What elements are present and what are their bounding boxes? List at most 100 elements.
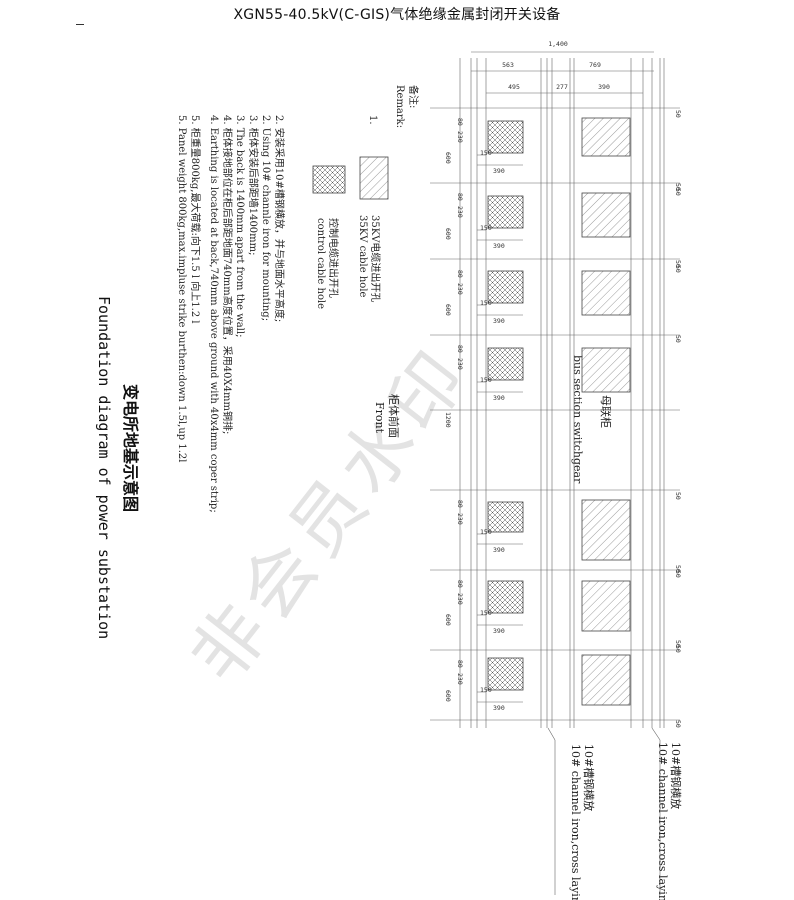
cable-hole xyxy=(581,580,631,632)
legend-cable-label: 35KV电缆进出开孔 35KV cable hole xyxy=(357,215,382,302)
svg-text:Foundation diagram of power su: Foundation diagram of power substation xyxy=(95,296,113,639)
svg-text:10#槽钢横放: 10#槽钢横放 xyxy=(669,742,683,809)
cable-hole xyxy=(581,270,631,316)
left-dim-d230: 230 xyxy=(456,358,464,370)
dim-150-row: 150 xyxy=(480,376,492,384)
svg-text:1200: 1200 xyxy=(444,412,452,428)
dim-390-row: 390 xyxy=(493,546,505,554)
dim-390-row: 390 xyxy=(493,627,505,635)
channel-leader-1 xyxy=(547,727,556,741)
notes-heading-cn: 备注: xyxy=(407,85,420,108)
svg-text:控制电缆进出开孔: 控制电缆进出开孔 xyxy=(327,218,340,298)
svg-text:10#槽钢横放: 10#槽钢横放 xyxy=(582,744,596,811)
right-dim-50: 50 xyxy=(674,265,682,273)
note-5-cn: 5. 柜重量800kg,最大荷载:向下1.5 l 向上1.2 l xyxy=(189,115,202,324)
svg-text:柜体前面: 柜体前面 xyxy=(387,394,401,438)
note-2-en: 2. Using 10# channle iron for mounting; xyxy=(260,115,271,321)
legend-control-swatch xyxy=(312,165,346,194)
right-dim-50: 50 xyxy=(674,260,682,268)
note-1: 1. xyxy=(367,115,378,125)
notes-block: 备注: Remark: 1. 2. 安装采用10#槽钢横放，并与地面水平高度; … xyxy=(176,85,420,513)
left-dim-d80: 80 xyxy=(456,345,464,353)
control-cable-hole xyxy=(487,580,524,614)
note-4-cn: 4. 柜体接地部位在柜后部距地面740mm高度位置，采用40X4mm铜排; xyxy=(221,115,234,434)
cable-hole xyxy=(581,347,631,393)
dim-277: 277 xyxy=(556,83,568,91)
control-cable-hole xyxy=(487,347,524,381)
dim-150-row: 150 xyxy=(480,686,492,694)
legend-cable-swatch xyxy=(359,156,389,200)
notes-heading-en: Remark: xyxy=(394,85,405,128)
bus-section-label: 母联柜 xyxy=(599,395,612,428)
dim-495: 495 xyxy=(508,83,520,91)
left-dim-d600: 600 xyxy=(444,152,452,164)
dim-150-row: 150 xyxy=(480,224,492,232)
left-dim-d600: 600 xyxy=(444,228,452,240)
page-title: XGN55-40.5kV(C-GIS)气体绝缘金属封闭开关设备 xyxy=(233,7,561,23)
dim-total: 1,400 xyxy=(548,40,568,48)
drawing-title-cn: 变电所地基示意图 xyxy=(121,384,140,512)
dim-769: 769 xyxy=(589,61,601,69)
right-dim-50: 50 xyxy=(674,565,682,573)
dim-563: 563 xyxy=(502,61,514,69)
left-dim-d80: 80 xyxy=(456,118,464,126)
svg-text:变电所地基示意图: 变电所地基示意图 xyxy=(121,384,140,512)
channel-label-1: 10#槽钢横放 10# channel iron,cross laying xyxy=(569,744,596,900)
drawing-title-en: Foundation diagram of power substation xyxy=(95,296,113,639)
cable-hole xyxy=(581,117,631,157)
left-dim-d80: 80 xyxy=(456,193,464,201)
left-dim-d600: 600 xyxy=(444,304,452,316)
channel-label-2: 10#槽钢横放 10# channel iron,cross laying xyxy=(656,742,683,900)
svg-text:control cable hole: control cable hole xyxy=(315,218,326,309)
control-cable-hole xyxy=(487,120,524,154)
legend-control-label: 控制电缆进出开孔 control cable hole xyxy=(315,218,340,309)
left-dim-d80: 80 xyxy=(456,270,464,278)
left-dim-d230: 230 xyxy=(456,283,464,295)
dim-390: 390 xyxy=(598,83,610,91)
right-dim-50: 50 xyxy=(674,492,682,500)
front-label: 柜体前面 Front xyxy=(373,394,401,438)
svg-text:10# channel iron,cross laying: 10# channel iron,cross laying xyxy=(656,742,669,900)
left-dim-d230: 230 xyxy=(456,513,464,525)
right-dim-50: 50 xyxy=(674,183,682,191)
dim-390-row: 390 xyxy=(493,394,505,402)
svg-text:非会员水印: 非会员水印 xyxy=(174,331,486,698)
svg-text:35KV电缆进出开孔: 35KV电缆进出开孔 xyxy=(369,215,382,302)
title-mark xyxy=(76,24,84,25)
svg-text:10# channel iron,cross laying: 10# channel iron,cross laying xyxy=(569,744,582,900)
dim-150-row: 150 xyxy=(480,528,492,536)
svg-text:母联柜: 母联柜 xyxy=(599,395,612,428)
control-cable-hole xyxy=(487,270,524,304)
note-3-cn: 3. 柜体安装后部距墙1400mm; xyxy=(247,115,260,256)
left-dim-d80: 80 xyxy=(456,660,464,668)
cable-hole xyxy=(581,192,631,238)
dim-150-row: 150 xyxy=(480,609,492,617)
left-dim-d80: 80 xyxy=(456,500,464,508)
right-dim-50: 50 xyxy=(674,335,682,343)
note-3-en: 3. The back is 1400mm apart from the wal… xyxy=(234,115,245,338)
note-5-en: 5. Panel weight 800kg,max.impluse strike… xyxy=(176,115,187,462)
control-cable-hole xyxy=(487,657,524,691)
note-2-cn: 2. 安装采用10#槽钢横放，并与地面水平高度; xyxy=(273,115,286,322)
left-dim-d230: 230 xyxy=(456,131,464,143)
dim-390-row: 390 xyxy=(493,242,505,250)
left-dim-d230: 230 xyxy=(456,673,464,685)
right-dim-50: 50 xyxy=(674,570,682,578)
cad-linework xyxy=(430,51,680,895)
left-dim-d230: 230 xyxy=(456,593,464,605)
dim-1200: 1200 xyxy=(444,412,452,428)
left-dim-d600: 600 xyxy=(444,614,452,626)
right-dim-50: 50 xyxy=(674,188,682,196)
control-cable-hole xyxy=(487,195,524,229)
svg-text:Front: Front xyxy=(373,402,386,434)
note-4-en: 4. Earthing is located at back,740mm abo… xyxy=(208,115,219,513)
right-dim-50: 50 xyxy=(674,645,682,653)
left-dim-d230: 230 xyxy=(456,206,464,218)
svg-text:35KV cable hole: 35KV cable hole xyxy=(357,215,368,298)
left-dim-d80: 80 xyxy=(456,580,464,588)
left-dim-d600: 600 xyxy=(444,690,452,702)
right-dim-50: 50 xyxy=(674,640,682,648)
dim-150-row: 150 xyxy=(480,149,492,157)
cable-hole xyxy=(581,654,631,706)
right-dim-50: 50 xyxy=(674,110,682,118)
